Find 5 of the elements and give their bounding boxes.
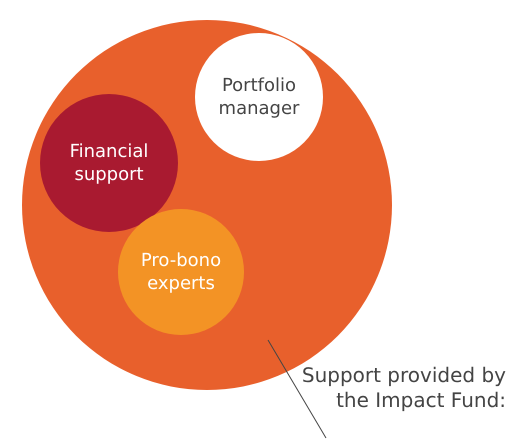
callout-text: Support provided by the Impact Fund: — [300, 340, 506, 436]
circle-label: Pro-bono experts — [140, 249, 222, 295]
leader-line — [268, 340, 326, 438]
circle-label: Portfolio manager — [218, 74, 300, 120]
circle-label: Financial support — [68, 140, 150, 186]
